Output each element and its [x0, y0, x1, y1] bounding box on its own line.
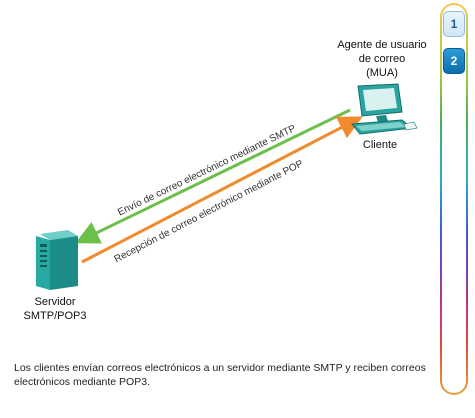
step-button-1[interactable]: 1 [443, 11, 465, 37]
computer-icon [351, 83, 418, 135]
step-navigation: 1 2 [440, 3, 468, 395]
server-label: Servidor SMTP/POP3 [10, 295, 100, 323]
client-agent-label-line2: de correo [358, 53, 406, 65]
smtp-arrow [75, 108, 351, 244]
client-agent-label-line1: Agente de usuario [337, 39, 427, 51]
client-agent-label: Agente de usuario de correo (MUA) [322, 38, 442, 80]
server-label-line2: SMTP/POP3 [23, 310, 87, 322]
client-name-label: Cliente [362, 139, 398, 151]
server-icon [36, 230, 78, 290]
step-navigation-panel: 1 2 [442, 5, 466, 393]
step-button-2[interactable]: 2 [443, 48, 465, 74]
client-agent-label-line3: (MUA) [366, 67, 398, 79]
server-label-line1: Servidor [34, 296, 76, 308]
pop-arrow [81, 116, 363, 264]
diagram-caption: Los clientes envían correos electrónicos… [14, 362, 426, 388]
smtp-arrow-label: Envío de correo electrónico mediante SMT… [116, 123, 298, 218]
